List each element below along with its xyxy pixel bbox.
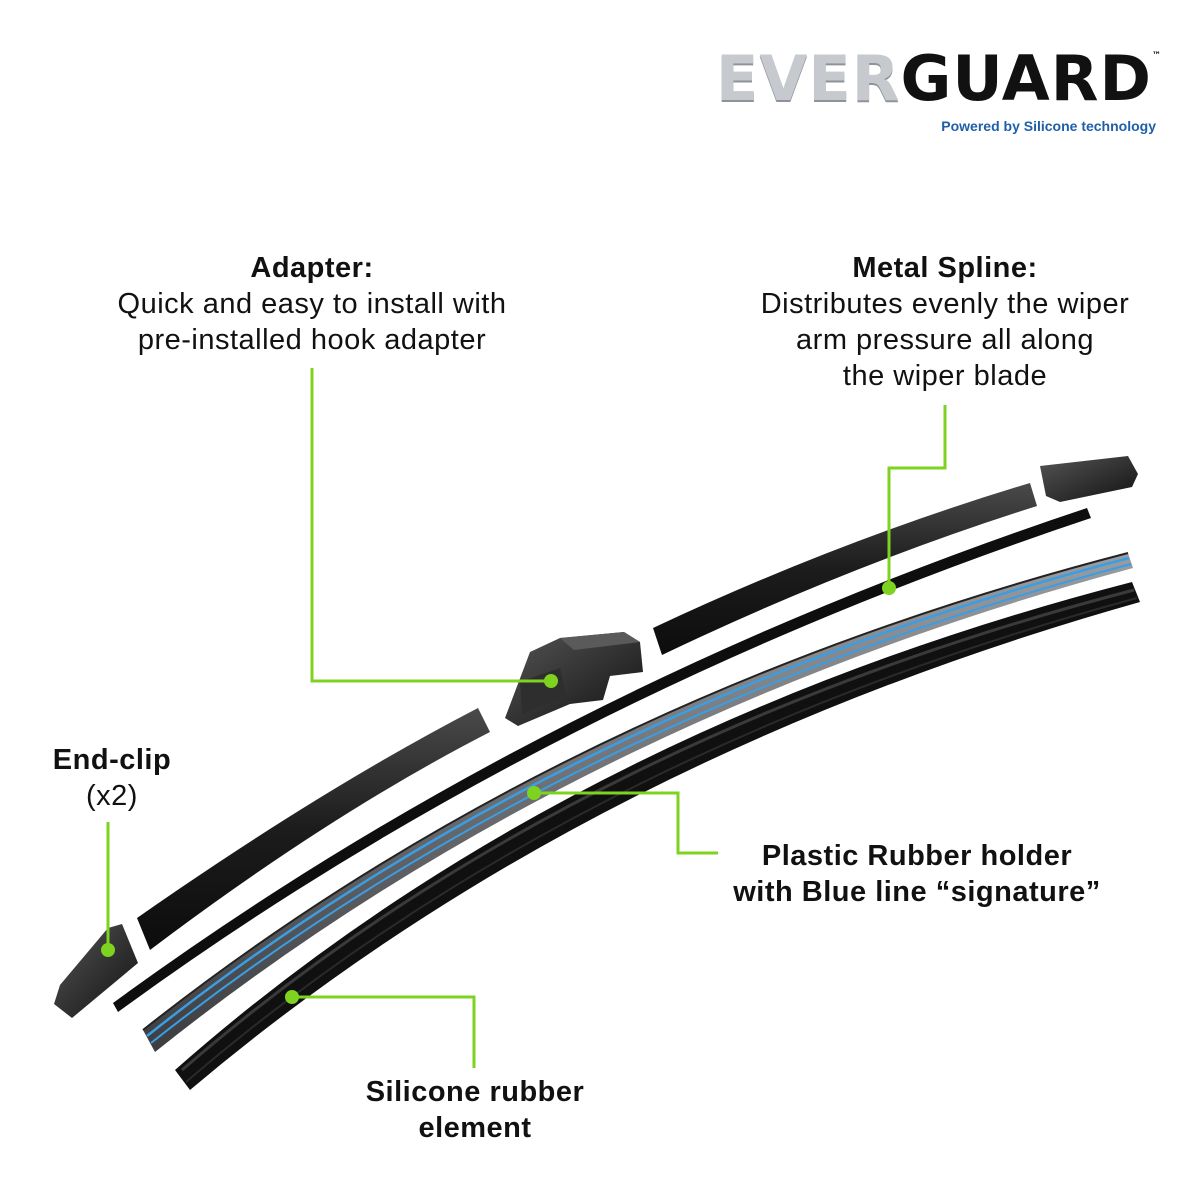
rubber-holder-text: Plastic Rubber holder with Blue line “si… xyxy=(733,840,1101,908)
plastic-rubber-holder xyxy=(142,552,1133,1052)
adapter-label: Adapter: Quick and easy to install with … xyxy=(60,250,564,358)
end-clip-callout-dot xyxy=(101,943,115,957)
silicone-rubber-element xyxy=(175,582,1140,1090)
end-clip-label: End-clip (x2) xyxy=(30,742,194,814)
logo-ever-text: EVER xyxy=(716,42,901,115)
metal-spline-description: Distributes evenly the wiper arm pressur… xyxy=(760,288,1130,392)
adapter-callout-dot xyxy=(544,674,558,688)
adapter-description: Quick and easy to install with pre-insta… xyxy=(117,288,507,356)
end-clip-right xyxy=(1040,456,1138,502)
metal-spline-callout-line xyxy=(887,405,947,588)
rubber-holder-label: Plastic Rubber holder with Blue line “si… xyxy=(690,838,1144,910)
rubber-holder-callout-dot xyxy=(527,786,541,800)
logo-guard-text: GUARD xyxy=(900,42,1152,115)
adapter-part xyxy=(505,632,643,726)
end-clip-title: End-clip xyxy=(52,744,172,776)
logo-tagline: Powered by Silicone technology xyxy=(941,118,1156,134)
metal-spline-title: Metal Spline: xyxy=(852,252,1038,284)
silicone-element-callout-line xyxy=(292,995,476,1068)
adapter-title: Adapter: xyxy=(250,252,374,284)
end-clip-quantity: (x2) xyxy=(86,780,138,812)
rubber-holder-callout-line xyxy=(534,791,718,855)
blue-signature-line xyxy=(146,556,1130,1037)
silicone-element-callout-dot xyxy=(285,990,299,1004)
cover-segment-right xyxy=(653,483,1037,655)
metal-spline-callout-dot xyxy=(882,581,896,595)
end-clip-left xyxy=(54,924,138,1018)
logo-trademark: ™ xyxy=(1152,51,1162,61)
silicone-element-label: Silicone rubber element xyxy=(330,1074,620,1146)
silicone-element-text: Silicone rubber element xyxy=(365,1076,585,1144)
cover-segment-left xyxy=(137,708,490,950)
metal-spline-label: Metal Spline: Distributes evenly the wip… xyxy=(706,250,1184,394)
adapter-callout-line xyxy=(310,368,551,683)
everguard-logo: EVERGUARD™ Powered by Silicone technolog… xyxy=(716,48,1162,135)
